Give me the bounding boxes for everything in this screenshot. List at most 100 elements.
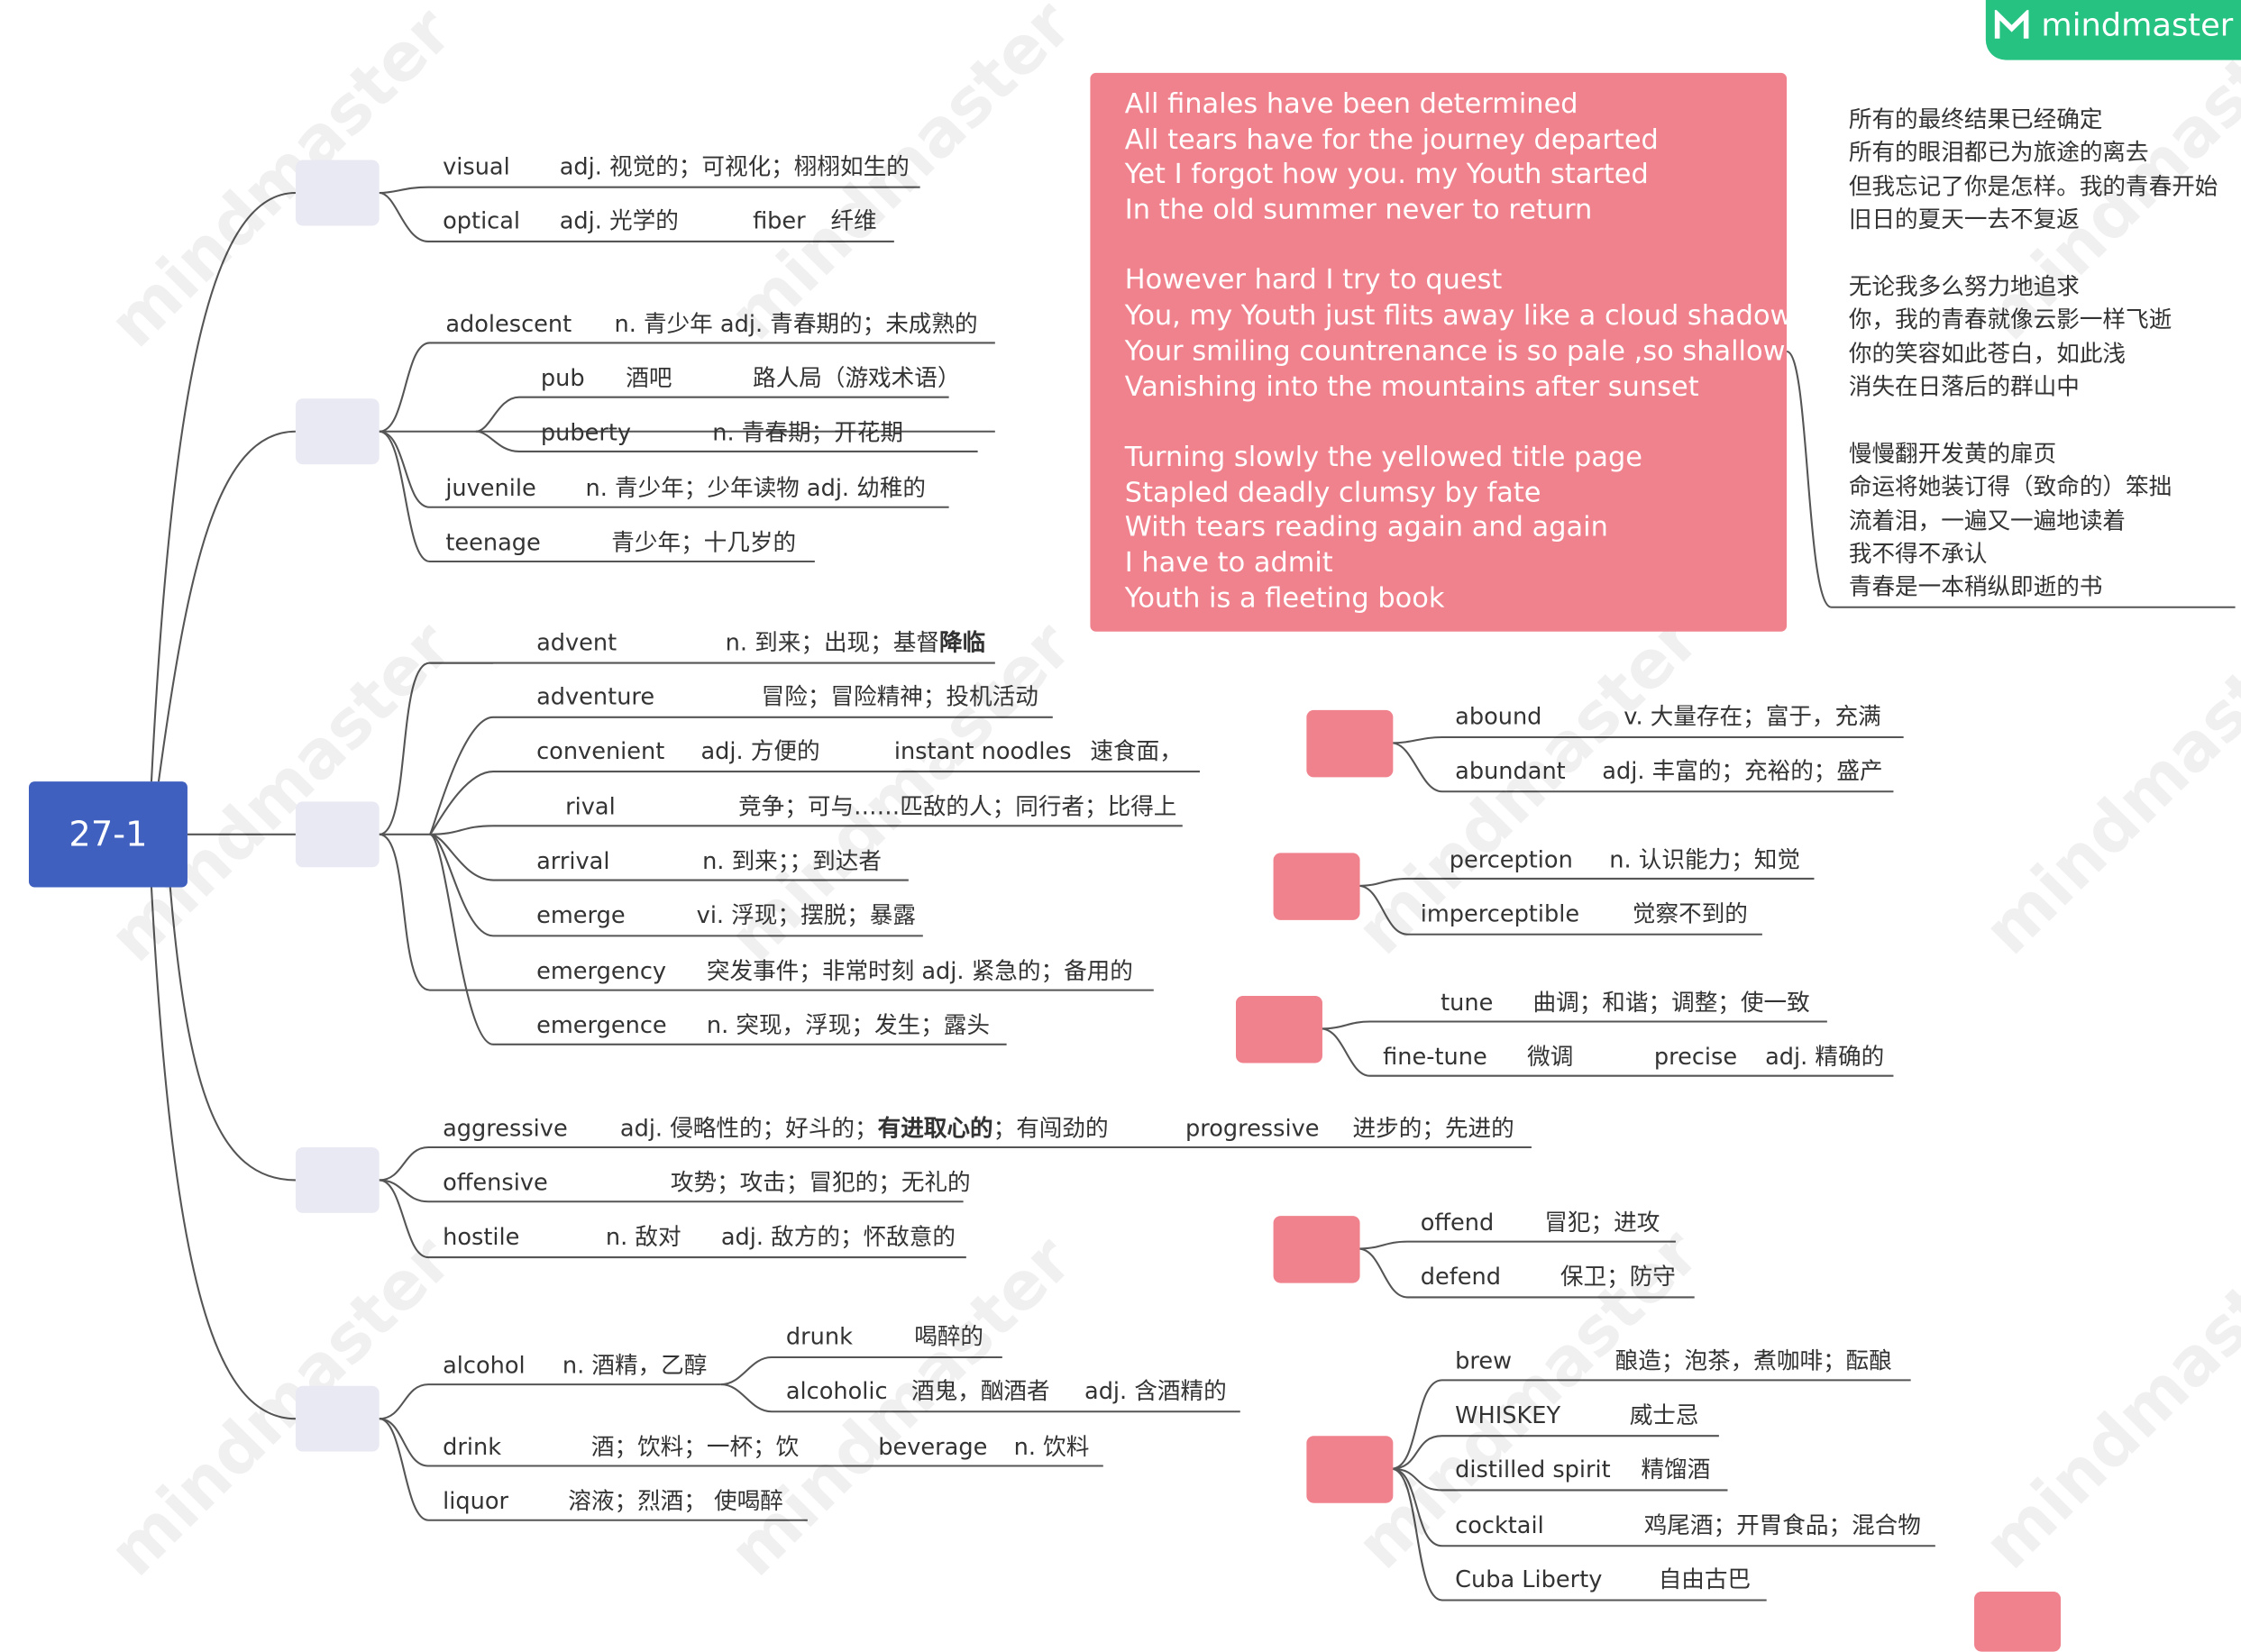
node-optical[interactable]: optical bbox=[443, 208, 520, 234]
word: emergence bbox=[536, 1011, 667, 1039]
right-group-node-3[interactable] bbox=[1235, 995, 1322, 1063]
node-abundant[interactable]: abundant bbox=[1455, 758, 1566, 785]
word: defend bbox=[1420, 1263, 1501, 1291]
node-hostile[interactable]: hostile bbox=[443, 1224, 519, 1251]
def-abundant: adj. 丰富的；充裕的；盛产 bbox=[1602, 757, 1883, 785]
node-adventure[interactable]: adventure bbox=[536, 684, 654, 710]
word: perception bbox=[1449, 845, 1573, 873]
node-fine-tune[interactable]: fine-tune bbox=[1383, 1043, 1487, 1071]
word: brew bbox=[1455, 1346, 1513, 1375]
def-puberty: n. 青春期；开花期 bbox=[712, 418, 903, 446]
extra-word-beverage: beverage bbox=[878, 1433, 988, 1461]
node-cuba-liberty[interactable]: Cuba Liberty bbox=[1455, 1566, 1602, 1593]
node-drunk[interactable]: drunk bbox=[785, 1322, 853, 1351]
word: alcoholic bbox=[785, 1377, 888, 1405]
poem-chinese-translation[interactable]: 所有的最终结果已经确定 所有的眼泪都已为旅途的离去 但我忘记了你是怎样。我的青春… bbox=[1849, 103, 2218, 604]
node-alcohol[interactable]: alcohol bbox=[443, 1351, 526, 1379]
group-node-4[interactable] bbox=[295, 1146, 380, 1213]
node-brew[interactable]: brew bbox=[1455, 1346, 1513, 1375]
poem-line: You, my Youth just flits away like a clo… bbox=[1124, 300, 1793, 332]
node-emerge[interactable]: emerge bbox=[536, 902, 626, 929]
node-defend[interactable]: defend bbox=[1421, 1264, 1501, 1291]
root-node[interactable]: 27-1 bbox=[28, 781, 188, 888]
def-bold: 有进取心的 bbox=[877, 1114, 993, 1142]
poem-line: Turning slowly the yellowed title page bbox=[1124, 441, 1642, 473]
def-brew: 酿造；泡茶，煮咖啡；酝酿 bbox=[1614, 1346, 1892, 1375]
node-drink[interactable]: drink bbox=[443, 1434, 501, 1461]
poem-line: Your smiling countrenance is so pale ,so… bbox=[1124, 335, 1786, 368]
node-juvenile[interactable]: juvenile bbox=[445, 475, 535, 502]
node-convenient[interactable]: convenient bbox=[536, 738, 664, 765]
def-visual: adj. 视觉的；可视化；栩栩如生的 bbox=[559, 152, 910, 180]
node-teenage[interactable]: teenage bbox=[445, 529, 540, 556]
translation-line: 但我忘记了你是怎样。我的青春开始 bbox=[1848, 172, 2218, 200]
def-aggressive: adj. 侵略性的；好斗的；有进取心的；有闯劲的 bbox=[619, 1114, 1109, 1142]
node-whiskey[interactable]: WHISKEY bbox=[1455, 1402, 1560, 1429]
poem-line: I have to admit bbox=[1124, 547, 1333, 579]
word: drunk bbox=[785, 1322, 853, 1351]
group-node-1[interactable] bbox=[295, 160, 380, 226]
def-emergence: n. 突现，浮现；发生；露头 bbox=[706, 1011, 990, 1039]
group-node-3[interactable] bbox=[295, 801, 380, 868]
right-group-node-1[interactable] bbox=[1306, 709, 1394, 778]
node-tune[interactable]: tune bbox=[1441, 990, 1493, 1017]
poem-line: With tears reading again and again bbox=[1124, 511, 1608, 543]
poem-line: However hard I try to quest bbox=[1124, 264, 1503, 297]
def-cuba-liberty: 自由古巴 bbox=[1658, 1565, 1752, 1593]
node-emergency[interactable]: emergency bbox=[536, 958, 666, 985]
def-emerge: vi. 浮现；摆脱；暴露 bbox=[696, 901, 916, 929]
word: adolescent bbox=[445, 310, 572, 338]
def-tune: 曲调；和谐；调整；使一致 bbox=[1532, 989, 1810, 1017]
node-perception[interactable]: perception bbox=[1449, 845, 1573, 873]
poem-line: All finales have been determined bbox=[1124, 88, 1578, 121]
brand-name: mindmaster bbox=[2041, 7, 2234, 44]
extra-def-beverage: n. 饮料 bbox=[1013, 1433, 1090, 1461]
right-group-node-5[interactable] bbox=[1306, 1436, 1394, 1503]
translation-line: 命运将她装订得（致命的）笨拙 bbox=[1848, 473, 2172, 501]
node-cocktail[interactable]: cocktail bbox=[1455, 1512, 1544, 1539]
node-offensive[interactable]: offensive bbox=[443, 1170, 548, 1196]
word: tune bbox=[1441, 989, 1494, 1017]
right-group-node-4[interactable] bbox=[1273, 1216, 1360, 1283]
extra-word-progressive: progressive bbox=[1185, 1114, 1320, 1142]
def-hostile: n. 敌对 bbox=[605, 1222, 681, 1251]
poem-line: All tears have for the journey departed bbox=[1124, 123, 1659, 156]
node-arrival[interactable]: arrival bbox=[536, 848, 609, 875]
node-distilled-spirit[interactable]: distilled spirit bbox=[1455, 1456, 1611, 1483]
extra-word-fiber: fiber bbox=[753, 206, 806, 234]
node-adolescent[interactable]: adolescent bbox=[445, 310, 572, 338]
poem-english-box[interactable]: All finales have been determined All tea… bbox=[1090, 72, 1793, 632]
def-drink: 酒；饮料；一杯；饮 bbox=[590, 1433, 800, 1461]
node-visual[interactable]: visual bbox=[443, 153, 510, 180]
node-imperceptible[interactable]: imperceptible bbox=[1421, 901, 1579, 927]
poem-line bbox=[1125, 228, 1787, 263]
word: puberty bbox=[540, 418, 632, 446]
group-node-5[interactable] bbox=[295, 1385, 380, 1452]
right-group-node-2[interactable] bbox=[1273, 853, 1360, 920]
def-text: adj. 侵略性的；好斗的； bbox=[619, 1114, 878, 1142]
word: alcohol bbox=[443, 1351, 526, 1379]
poem-line: In the old summer never to return bbox=[1124, 194, 1593, 226]
def-distilled-spirit: 精馏酒 bbox=[1641, 1456, 1711, 1483]
node-puberty[interactable]: puberty bbox=[540, 418, 632, 446]
node-alcoholic[interactable]: alcoholic bbox=[785, 1377, 888, 1405]
node-abound[interactable]: abound bbox=[1455, 702, 1542, 731]
node-offend[interactable]: offend bbox=[1421, 1209, 1495, 1237]
extra-word-precise: precise bbox=[1653, 1043, 1738, 1071]
corner-node[interactable] bbox=[1974, 1592, 2062, 1652]
group-node-2[interactable] bbox=[295, 398, 380, 465]
poem-line: Stapled deadly clumsy by fate bbox=[1124, 476, 1541, 508]
node-pub[interactable]: pub bbox=[541, 365, 585, 392]
word: abound bbox=[1455, 702, 1542, 731]
def-abound: v. 大量存在；富于，充满 bbox=[1624, 702, 1881, 731]
word: rival bbox=[565, 792, 616, 820]
node-emergence[interactable]: emergence bbox=[536, 1011, 667, 1039]
node-rival[interactable]: rival bbox=[565, 794, 616, 820]
node-advent[interactable]: advent bbox=[536, 629, 617, 656]
node-liquor[interactable]: liquor bbox=[443, 1488, 508, 1515]
def-imperceptible: 觉察不到的 bbox=[1632, 899, 1748, 927]
node-aggressive[interactable]: aggressive bbox=[443, 1115, 568, 1142]
word: fine-tune bbox=[1383, 1043, 1487, 1071]
